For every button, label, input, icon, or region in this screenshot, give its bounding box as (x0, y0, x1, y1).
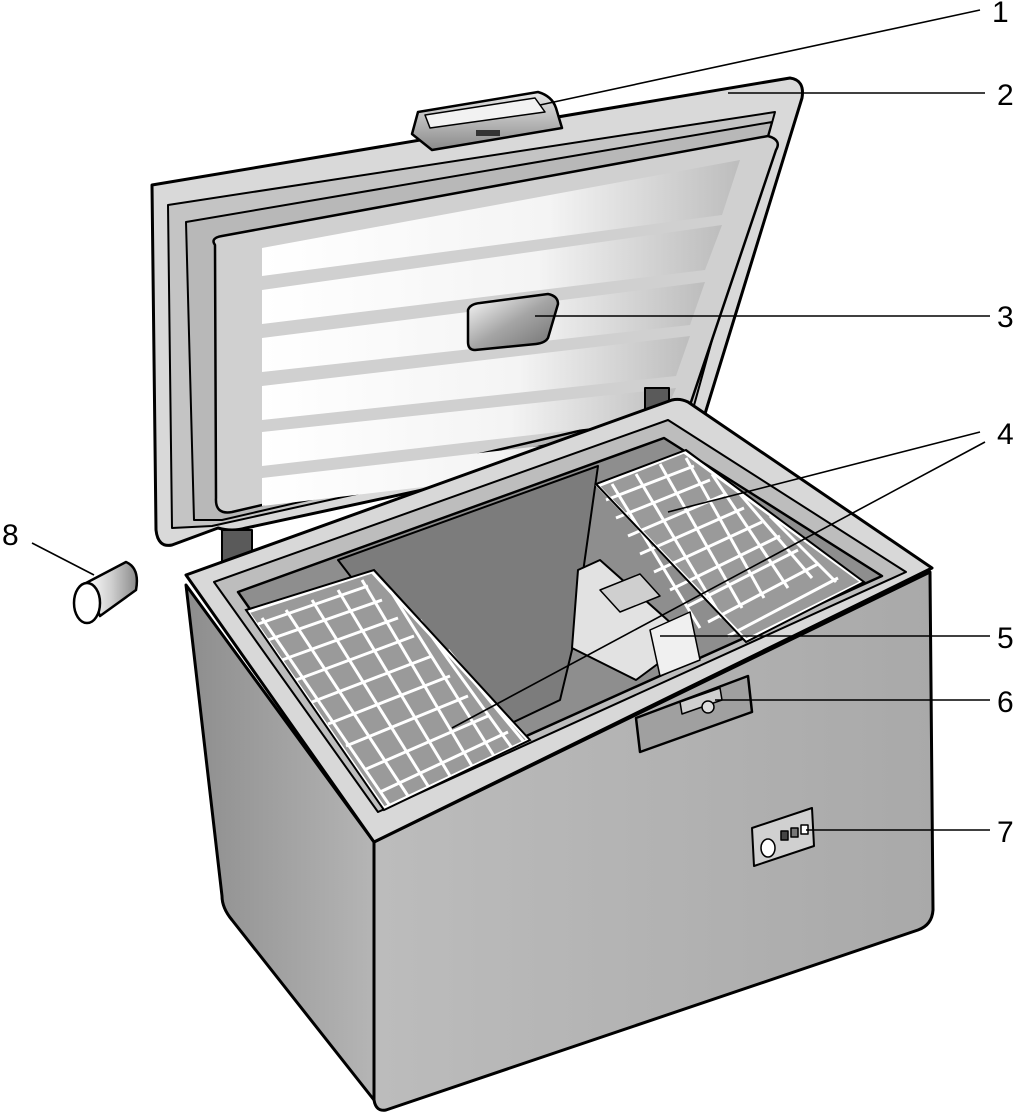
callout-6: 6 (997, 686, 1014, 719)
front-handle-lock (634, 674, 754, 754)
callout-leaders (31, 9, 990, 831)
wire-basket-left (244, 568, 532, 812)
leader-8 (31, 542, 95, 576)
leader-4a (667, 431, 981, 513)
leader-1 (539, 9, 981, 106)
callout-1: 1 (992, 0, 1009, 29)
drain-plug (72, 560, 139, 625)
wire-basket-right (594, 448, 866, 644)
interior-light (466, 292, 560, 352)
callout-labels: 1 2 3 4 5 6 7 8 (2, 0, 1014, 849)
callout-3: 3 (997, 301, 1014, 334)
control-panel (751, 807, 815, 867)
lid-handle (410, 90, 564, 152)
callout-4: 4 (997, 418, 1014, 451)
leader-4b (451, 441, 986, 729)
callout-8: 8 (2, 519, 19, 552)
callout-5: 5 (997, 622, 1014, 655)
callout-2: 2 (997, 79, 1014, 112)
callout-7: 7 (997, 816, 1014, 849)
small-compartment (571, 559, 701, 681)
